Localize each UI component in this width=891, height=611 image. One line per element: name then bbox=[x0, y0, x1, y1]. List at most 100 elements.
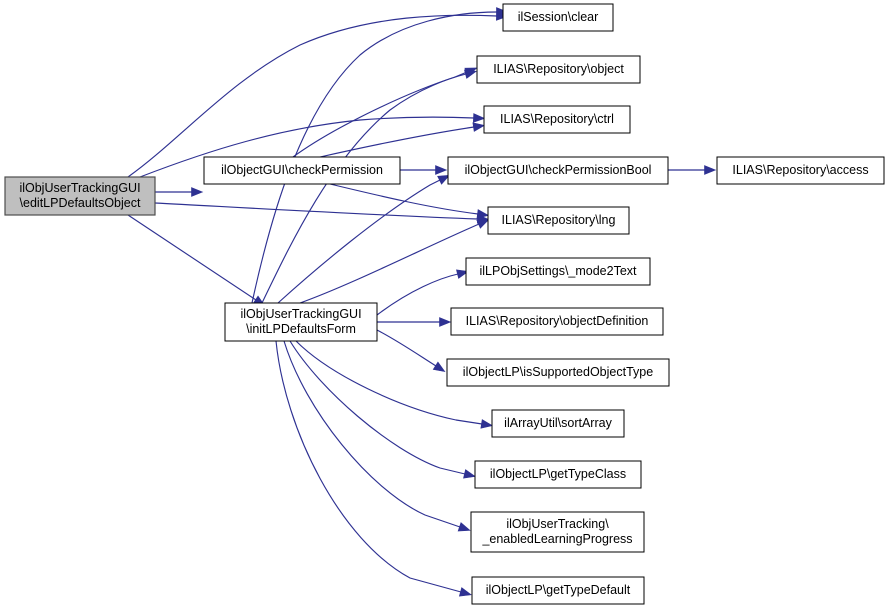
edge-line bbox=[275, 340, 462, 593]
edge-line bbox=[283, 340, 461, 528]
edge-initLPDefaultsForm-to-objectDefinition bbox=[377, 317, 452, 327]
node-label: ilObjUserTracking\ bbox=[506, 517, 609, 531]
edge-initLPDefaultsForm-to-isSupportedObjectType bbox=[376, 329, 446, 373]
node-label: \editLPDefaultsObject bbox=[20, 196, 141, 210]
edge-arrowhead bbox=[458, 587, 472, 597]
node-label: \initLPDefaultsForm bbox=[246, 322, 356, 336]
node-box[interactable] bbox=[447, 156, 669, 185]
node-label: ILIAS\Repository\ctrl bbox=[500, 112, 614, 126]
edge-line bbox=[299, 223, 480, 304]
edge-arrowhead bbox=[496, 7, 509, 17]
node-box[interactable] bbox=[487, 206, 630, 235]
node-label: ilObjectGUI\checkPermission bbox=[221, 163, 383, 177]
node-box[interactable] bbox=[450, 307, 664, 336]
edge-arrowhead bbox=[473, 113, 486, 123]
edge-arrowhead bbox=[435, 165, 448, 175]
edge-arrowhead bbox=[704, 165, 717, 175]
node-box[interactable] bbox=[716, 156, 885, 185]
node-label: ilObjectLP\getTypeDefault bbox=[486, 583, 631, 597]
edge-arrowhead bbox=[439, 317, 452, 327]
edge-initLPDefaultsForm-to-repo_object bbox=[261, 69, 477, 304]
node-box[interactable] bbox=[224, 302, 378, 342]
node-repo_object[interactable]: ILIAS\Repository\object bbox=[476, 55, 641, 84]
edge-checkPermission-to-checkPermissionBool bbox=[400, 165, 448, 175]
node-label: ILIAS\Repository\objectDefinition bbox=[466, 314, 649, 328]
edge-initLPDefaultsForm-to-sortArray bbox=[295, 340, 494, 429]
node-checkPermission[interactable]: ilObjectGUI\checkPermission bbox=[203, 156, 401, 185]
node-session_clear[interactable]: ilSession\clear bbox=[502, 3, 614, 32]
node-label: ilObjectGUI\checkPermissionBool bbox=[465, 163, 652, 177]
edge-arrowhead bbox=[456, 269, 469, 279]
node-getTypeDefault[interactable]: ilObjectLP\getTypeDefault bbox=[471, 576, 645, 605]
edge-line bbox=[154, 202, 479, 220]
node-box[interactable] bbox=[474, 460, 642, 489]
edge-root-to-repo_lng bbox=[154, 202, 490, 224]
edge-root-to-session_clear bbox=[127, 11, 509, 178]
node-box[interactable] bbox=[491, 409, 625, 438]
edge-initLPDefaultsForm-to-mode2Text bbox=[376, 269, 469, 316]
node-label: ilArrayUtil\sortArray bbox=[504, 416, 612, 430]
node-repo_lng[interactable]: ILIAS\Repository\lng bbox=[487, 206, 630, 235]
node-label: ilLPObjSettings\_mode2Text bbox=[479, 264, 637, 278]
edge-arrowhead bbox=[463, 69, 477, 79]
edge-line bbox=[139, 116, 475, 178]
node-label: _enabledLearningProgress bbox=[481, 532, 632, 546]
node-box[interactable] bbox=[465, 257, 651, 286]
edge-root-to-checkPermission bbox=[155, 187, 204, 197]
node-box[interactable] bbox=[4, 176, 156, 216]
edge-initLPDefaultsForm-to-enabledLearningProgress bbox=[283, 340, 471, 532]
edge-line bbox=[251, 11, 498, 304]
node-label: ilObjectLP\isSupportedObjectType bbox=[463, 365, 653, 379]
edge-line bbox=[127, 14, 498, 178]
nodes-layer: ilObjUserTrackingGUI\editLPDefaultsObjec… bbox=[4, 3, 885, 605]
edge-arrowhead bbox=[432, 361, 446, 373]
edge-checkPermission-to-repo_ctrl bbox=[319, 122, 486, 158]
edge-root-to-repo_ctrl bbox=[139, 113, 486, 178]
edge-line bbox=[376, 329, 437, 367]
node-objectDefinition[interactable]: ILIAS\Repository\objectDefinition bbox=[450, 307, 664, 336]
edge-line bbox=[289, 340, 466, 475]
node-initLPDefaultsForm[interactable]: ilObjUserTrackingGUI\initLPDefaultsForm bbox=[224, 302, 378, 342]
node-root[interactable]: ilObjUserTrackingGUI\editLPDefaultsObjec… bbox=[4, 176, 156, 216]
node-sortArray[interactable]: ilArrayUtil\sortArray bbox=[491, 409, 625, 438]
edge-root-to-initLPDefaultsForm bbox=[127, 214, 266, 307]
node-box[interactable] bbox=[471, 576, 645, 605]
edge-arrowhead bbox=[480, 419, 494, 429]
node-checkPermissionBool[interactable]: ilObjectGUI\checkPermissionBool bbox=[447, 156, 669, 185]
edge-initLPDefaultsForm-to-getTypeClass bbox=[289, 340, 476, 479]
node-box[interactable] bbox=[203, 156, 401, 185]
node-box[interactable] bbox=[470, 511, 645, 553]
edge-arrowhead bbox=[191, 187, 204, 197]
node-label: ilObjUserTrackingGUI bbox=[240, 307, 361, 321]
edge-line bbox=[376, 273, 459, 316]
edge-initLPDefaultsForm-to-repo_lng bbox=[299, 219, 490, 304]
node-box[interactable] bbox=[483, 105, 631, 134]
node-mode2Text[interactable]: ilLPObjSettings\_mode2Text bbox=[465, 257, 651, 286]
node-enabledLearningProgress[interactable]: ilObjUserTracking\_enabledLearningProgre… bbox=[470, 511, 645, 553]
node-label: ilObjUserTrackingGUI bbox=[19, 181, 140, 195]
edge-arrowhead bbox=[476, 209, 490, 219]
edge-line bbox=[329, 183, 479, 215]
node-getTypeClass[interactable]: ilObjectLP\getTypeClass bbox=[474, 460, 642, 489]
edge-checkPermissionBool-to-repo_access bbox=[668, 165, 717, 175]
edge-line bbox=[319, 126, 475, 158]
node-label: ilObjectLP\getTypeClass bbox=[490, 467, 626, 481]
node-label: ilSession\clear bbox=[518, 10, 599, 24]
edge-arrowhead bbox=[476, 219, 490, 229]
node-repo_ctrl[interactable]: ILIAS\Repository\ctrl bbox=[483, 105, 631, 134]
edge-line bbox=[295, 340, 483, 425]
node-box[interactable] bbox=[476, 55, 641, 84]
edge-initLPDefaultsForm-to-checkPermissionBool bbox=[277, 174, 451, 304]
node-box[interactable] bbox=[502, 3, 614, 32]
node-repo_access[interactable]: ILIAS\Repository\access bbox=[716, 156, 885, 185]
edge-initLPDefaultsForm-to-getTypeDefault bbox=[275, 340, 472, 597]
node-label: ILIAS\Repository\access bbox=[732, 163, 868, 177]
node-box[interactable] bbox=[446, 358, 670, 387]
edges-layer bbox=[127, 7, 717, 597]
edge-line bbox=[127, 214, 257, 301]
edge-line bbox=[277, 179, 441, 304]
edge-arrowhead bbox=[463, 469, 476, 479]
node-isSupportedObjectType[interactable]: ilObjectLP\isSupportedObjectType bbox=[446, 358, 670, 387]
